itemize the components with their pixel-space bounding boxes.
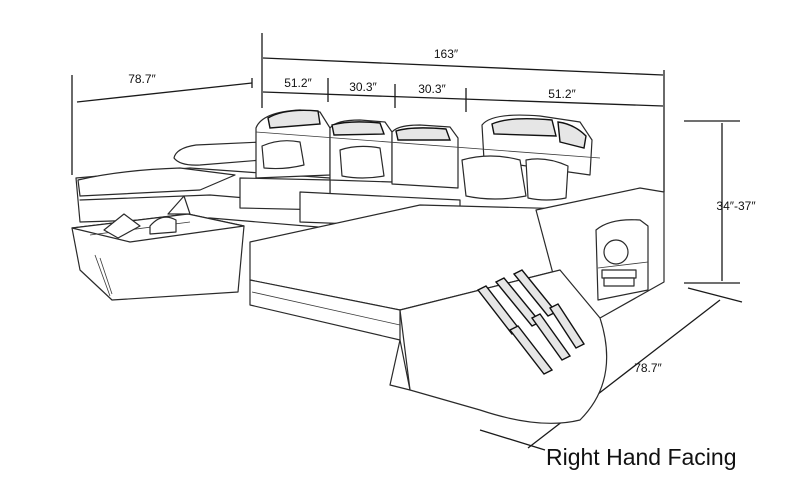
orientation-caption: Right Hand Facing [546,444,737,470]
segment-3-label: 30.3″ [418,82,446,96]
dimension-lines [71,33,743,451]
segment-1-label: 51.2″ [284,76,312,90]
sofa-illustration [71,109,665,424]
segment-4-label: 51.2″ [548,87,576,101]
right-depth-label: 78.7″ [634,361,662,375]
left-depth-label: 78.7″ [128,72,156,86]
height-label: 34″-37″ [716,199,756,213]
total-width-label: 163″ [434,47,459,61]
segment-2-label: 30.3″ [349,80,377,94]
